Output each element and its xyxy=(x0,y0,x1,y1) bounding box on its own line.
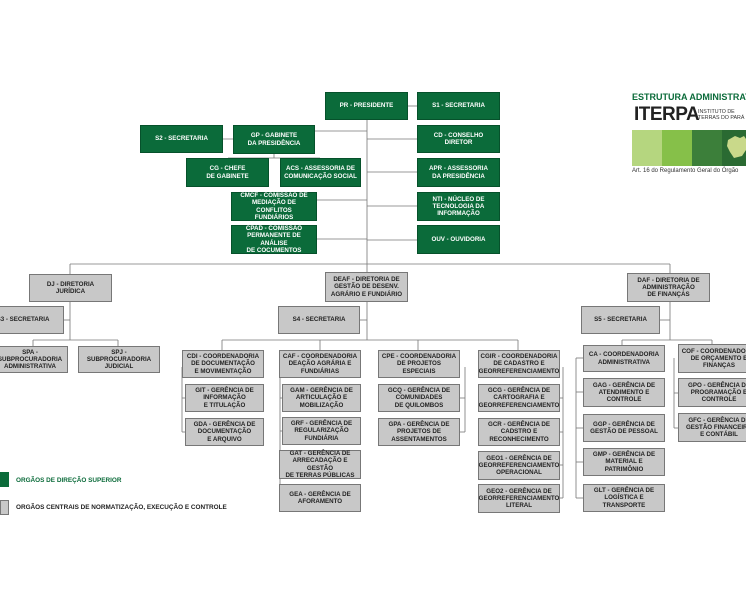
node-spa-subprocuradoria: SPA - SUBPROCURADORIA ADMINISTRATIVA xyxy=(0,346,68,373)
node-gea-gerencia: GEA - GERÊNCIA DE AFORAMENTO xyxy=(279,484,361,512)
node-gp-gabinete: GP - GABINETE DA PRESIDÊNCIA xyxy=(233,125,315,154)
node-cmcf-comissao: CMCF - COMISSÃO DE MEDIAÇÃO DE CONFLITOS… xyxy=(231,192,317,221)
node-ca-coordenadoria: CA - COORDENADORIA ADMINISTRATIVA xyxy=(583,345,665,372)
legend-label-central: ORGÃOS CENTRAIS DE NORMATIZAÇÃO, EXECUÇÃ… xyxy=(16,504,227,511)
node-gcg-gerencia: GCG - GERÊNCIA DE CARTOGRAFIA E GEORREFE… xyxy=(478,384,560,412)
node-cd-conselho-diretor: CD - CONSELHO DIRETOR xyxy=(417,125,500,153)
legend-swatch-central xyxy=(0,500,9,515)
node-caf-coordenadoria: CAF - COORDENADORIA DEAÇÃO AGRÁRIA E FUN… xyxy=(279,350,361,378)
node-geo1-gerencia: GEO1 - GERÊNCIA DE GEORREFERENCIAMENTO O… xyxy=(478,451,560,480)
node-s2-secretaria: S2 - SECRETARIA xyxy=(140,125,223,153)
node-cpe-coordenadoria: CPE - COORDENADORIA DE PROJETOS ESPECIAI… xyxy=(378,350,460,378)
node-s3-secretaria: S3 - SECRETARIA xyxy=(0,306,64,334)
node-geo2-gerencia: GEO2 - GERÊNCIA DE GEORREFERENCIAMENTO L… xyxy=(478,484,560,513)
logo-stripe-3 xyxy=(692,130,722,166)
node-ggp-gerencia: GGP - GERÊNCIA DE GESTÃO DE PESSOAL xyxy=(583,414,665,442)
logo-stripe-2 xyxy=(662,130,692,166)
iterpa-logo: ITERPA INSTITUTO DE TERRAS DO PARÁ xyxy=(632,104,746,166)
node-gag-gerencia: GAG - GERÊNCIA DE ATENDIMENTO E CONTROLE xyxy=(583,378,665,407)
node-gcr-gerencia: GCR - GERÊNCIA DE CADSTRO E RECONHECIMEN… xyxy=(478,418,560,446)
node-cdi-coordenadoria: CDI - COORDENADORIA DE DOCUMENTAÇÃO E MO… xyxy=(182,350,264,378)
node-pr-presidente: PR - PRESIDENTE xyxy=(325,92,408,120)
node-cof-coordenadoria: COF - COORDENADORIA DE ORÇAMENTO E FINAN… xyxy=(678,344,746,373)
node-glt-gerencia: GLT - GERÊNCIA DE LOGÍSTICA E TRANSPORTE xyxy=(583,484,665,512)
node-acs-assessoria: ACS - ASSESSORIA DE COMUNICAÇÃO SOCIAL xyxy=(280,158,361,187)
node-ouv-ouvidoria: OUV - OUVIDORIA xyxy=(417,225,500,254)
legend-label-superior: ORGÃOS DE DIREÇÃO SUPERIOR xyxy=(16,477,122,484)
para-map-icon xyxy=(727,136,746,158)
node-cpad-comissao: CPAD - COMISSÃO PERMANENTE DE ANÁLISE DE… xyxy=(231,225,317,254)
node-git-gerencia: GIT - GERÊNCIA DE INFORMAÇÃO E TITULAÇÃO xyxy=(185,384,264,412)
node-gda-gerencia: GDA - GERÊNCIA DE DOCUMENTAÇÃO E ARQUIVO xyxy=(185,418,264,446)
logo-subtitle: INSTITUTO DE TERRAS DO PARÁ xyxy=(698,109,745,122)
node-spj-subprocuradoria: SPJ - SUBPROCURADORIA JUDICIAL xyxy=(78,346,160,373)
node-gpa-gerencia: GPA - GERÊNCIA DE PROJETOS DE ASSENTAMEN… xyxy=(378,418,460,446)
logo-wordmark: ITERPA xyxy=(634,104,700,125)
header-title: ESTRUTURA ADMINISTRATIVA xyxy=(632,92,746,102)
node-cgir-coordenadoria: CGIR - COORDENADORIA DE CADASTRO E GEORR… xyxy=(478,350,560,378)
node-daf-diretoria: DAF - DIRETORIA DE ADMINISTRAÇÃO DE FINA… xyxy=(627,273,710,302)
node-grf-gerencia: GRF - GERÊNCIA DE REGULARIZAÇÃO FUNDIÁRI… xyxy=(282,417,361,445)
node-deaf-diretoria: DEAF - DIRETORIA DE GESTÃO DE DESENV. AG… xyxy=(325,272,408,302)
logo-caption: Art. 16 do Regulamento Geral do Órgão xyxy=(632,168,739,174)
node-gpo-gerencia: GPO - GERÊNCIA DE PROGRAMAÇÃO E CONTROLE xyxy=(678,378,746,407)
node-gfc-gerencia: GFC - GERÊNCIA DE GESTÃO FINANCEIRA E CO… xyxy=(678,413,746,442)
node-gcq-gerencia: GCQ - GERÊNCIA DE COMUNIDADES DE QUILOMB… xyxy=(378,384,460,412)
node-dj-diretoria-juridica: DJ - DIRETORIA JURÍDICA xyxy=(29,274,112,302)
node-gat-gerencia: GAT - GERÊNCIA DE ARRECADAÇÃO E GESTÃO D… xyxy=(279,450,361,479)
node-nti-nucleo: NTI - NÚCLEO DE TECNOLOGIA DA INFORMAÇÃO xyxy=(417,192,500,221)
node-s4-secretaria: S4 - SECRETARIA xyxy=(278,306,360,334)
node-apr-assessoria: APR - ASSESSORIA DA PRESIDÊNCIA xyxy=(417,158,500,187)
logo-stripe-4 xyxy=(722,130,746,166)
node-gmp-gerencia: GMP - GERÊNCIA DE MATERIAL E PATRIMÔNIO xyxy=(583,448,665,476)
node-s1-secretaria: S1 - SECRETARIA xyxy=(417,92,500,120)
node-gam-gerencia: GAM - GERÊNCIA DE ARTICULAÇÃO E MOBILIZA… xyxy=(282,384,361,412)
logo-stripe-1 xyxy=(632,130,662,166)
node-cg-chefe-gabinete: CG - CHEFE DE GABINETE xyxy=(186,158,269,187)
legend-swatch-superior xyxy=(0,472,9,487)
node-s5-secretaria: S5 - SECRETARIA xyxy=(581,306,660,334)
